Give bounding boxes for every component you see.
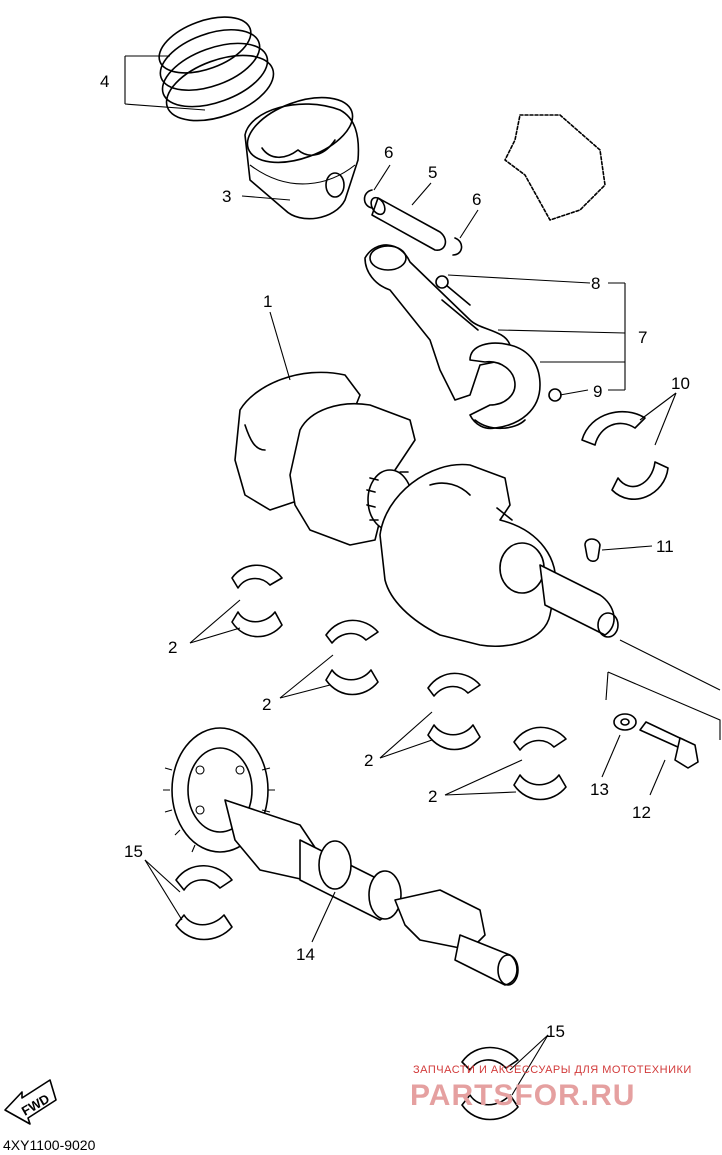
leader-lines <box>124 55 677 1096</box>
balancer-bearings-lower-left <box>175 865 233 941</box>
callout-2-third: 2 <box>364 751 373 770</box>
crank-bearing-pair-3 <box>427 672 481 751</box>
callout-9: 9 <box>593 382 602 401</box>
callout-2-fourth: 2 <box>428 787 437 806</box>
callout-10: 10 <box>671 374 690 393</box>
watermark-brand: PARTSFOR.RU <box>410 1079 635 1112</box>
balancer-shaft <box>163 727 519 986</box>
watermark-tagline: ЗАПЧАСТИ И АКСЕССУАРЫ ДЛЯ МОТОТЕХНИКИ <box>413 1064 692 1076</box>
piston <box>244 96 360 220</box>
callout-labels: 4 3 6 5 6 8 7 9 1 10 11 2 2 2 2 13 12 15… <box>100 72 690 1041</box>
callout-3: 3 <box>222 187 231 206</box>
callout-13: 13 <box>590 780 609 799</box>
connecting-rod <box>364 114 606 430</box>
callout-4: 4 <box>100 72 109 91</box>
callout-6-left: 6 <box>384 143 393 162</box>
callout-15-lower: 15 <box>546 1022 565 1041</box>
woodruff-key <box>584 538 601 562</box>
callout-15-upper: 15 <box>124 842 143 861</box>
callout-2-second: 2 <box>262 695 271 714</box>
big-end-bearings <box>581 410 669 500</box>
diagram-code: 4XY1100-9020 <box>3 1137 96 1153</box>
callout-7: 7 <box>638 328 647 347</box>
crank-bearing-pair-1 <box>231 564 283 638</box>
callout-14: 14 <box>296 945 315 964</box>
crank-bearing-pair-4 <box>513 726 567 801</box>
watermark: ЗАПЧАСТИ И АКСЕССУАРЫ ДЛЯ МОТОТЕХНИКИ PA… <box>410 1064 692 1112</box>
callout-8: 8 <box>591 274 600 293</box>
balancer-bearings-bottom <box>461 1046 519 1121</box>
crankshaft <box>234 371 619 647</box>
fwd-arrow: FWD <box>4 1079 57 1125</box>
callout-5: 5 <box>428 163 437 182</box>
washer-and-bolt <box>605 639 721 769</box>
crank-bearing-pair-2 <box>325 619 379 696</box>
callout-1: 1 <box>263 292 272 311</box>
piston-pin-clips <box>363 189 463 256</box>
piston-pin <box>370 196 447 251</box>
callout-11: 11 <box>656 537 674 556</box>
callout-12: 12 <box>632 803 651 822</box>
callout-2-first: 2 <box>168 638 177 657</box>
callout-6-right: 6 <box>472 190 481 209</box>
